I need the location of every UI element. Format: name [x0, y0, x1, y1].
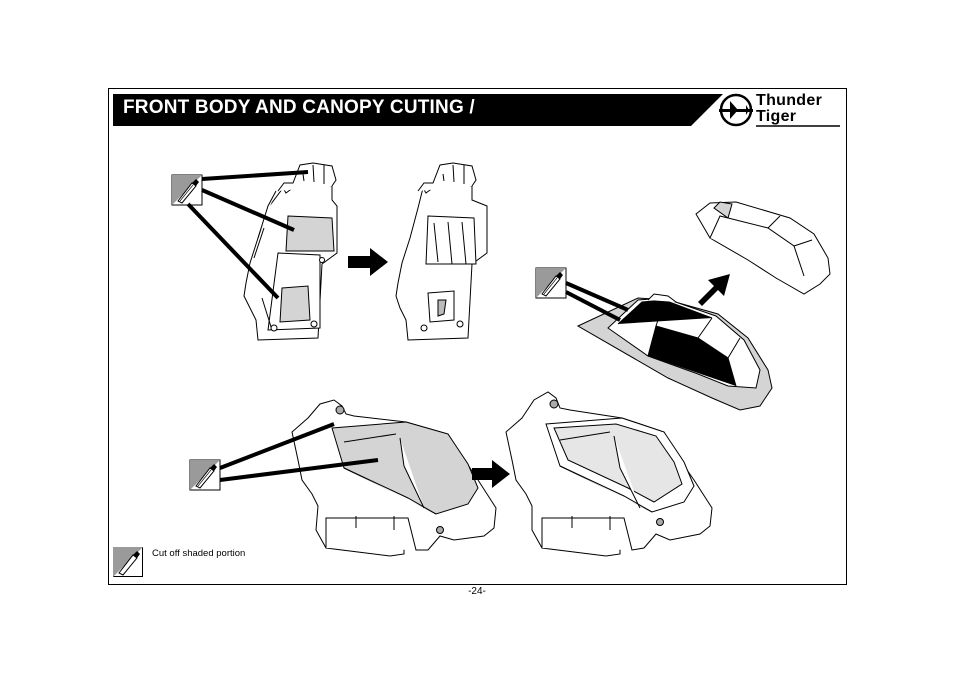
page-number: -24-	[468, 586, 486, 597]
page-title: FRONT BODY AND CANOPY CUTING /	[123, 97, 475, 118]
fuselage-step-1	[243, 162, 338, 341]
knife-icon	[189, 459, 221, 491]
page-frame	[108, 88, 847, 585]
brand-line-2: Tiger	[756, 108, 797, 125]
arrow-right-icon	[348, 248, 388, 276]
body-step-5	[505, 391, 713, 557]
knife-icon	[535, 267, 567, 299]
title-bar: FRONT BODY AND CANOPY CUTING /	[113, 94, 723, 126]
knife-icon	[171, 174, 203, 206]
brand-line-1: Thunder	[756, 92, 823, 109]
legend-knife-icon	[113, 547, 143, 577]
brand-logo: Thunder Tiger	[716, 91, 842, 129]
body-step-4	[291, 399, 497, 557]
fuselage-step-2	[395, 162, 488, 341]
legend-caption: Cut off shaded portion	[152, 548, 246, 559]
plane-logo-icon	[719, 93, 753, 127]
assembly-illustration	[171, 162, 831, 557]
arrow-right-icon	[472, 460, 510, 488]
arrow-up-right-icon	[698, 274, 730, 306]
canopy-cut-piece	[695, 201, 831, 295]
canopy-step-3	[576, 293, 773, 411]
